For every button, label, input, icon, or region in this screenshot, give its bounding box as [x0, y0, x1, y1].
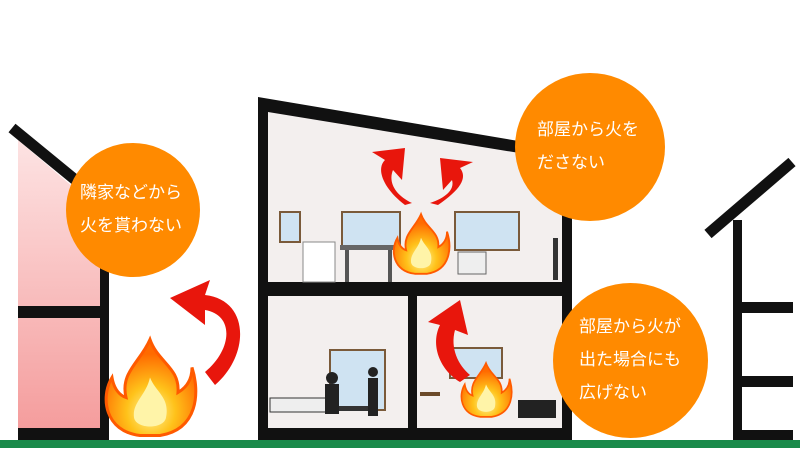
bubble-room-line2: ださない	[537, 153, 605, 173]
bubble-room: 部屋から火を ださない	[515, 73, 665, 221]
neighbor-house-right	[704, 157, 796, 440]
ground	[0, 440, 800, 448]
fire-icon-outside	[104, 337, 198, 438]
arrow-icon-lower	[428, 300, 470, 382]
arrow-icon-upper-left	[372, 148, 412, 205]
main-house	[258, 97, 572, 440]
bubble-spread: 部屋から火が 出た場合にも 広げない	[553, 283, 708, 438]
bubble-neighbor: 隣家などから 火を貰わない	[66, 143, 200, 277]
bubble-spread-line1: 部屋から火が	[579, 317, 681, 337]
arrow-icon-upper-right	[430, 158, 473, 205]
bubble-room-line1: 部屋から火を	[537, 120, 639, 140]
arrow-icons	[170, 148, 473, 385]
arrow-icon-neighbor	[170, 280, 241, 385]
bubble-spread-line2: 出た場合にも	[579, 350, 681, 370]
bubble-neighbor-line2: 火を貰わない	[80, 216, 182, 236]
bubble-spread-line3: 広げない	[579, 383, 647, 403]
bubble-neighbor-line1: 隣家などから	[80, 183, 182, 203]
